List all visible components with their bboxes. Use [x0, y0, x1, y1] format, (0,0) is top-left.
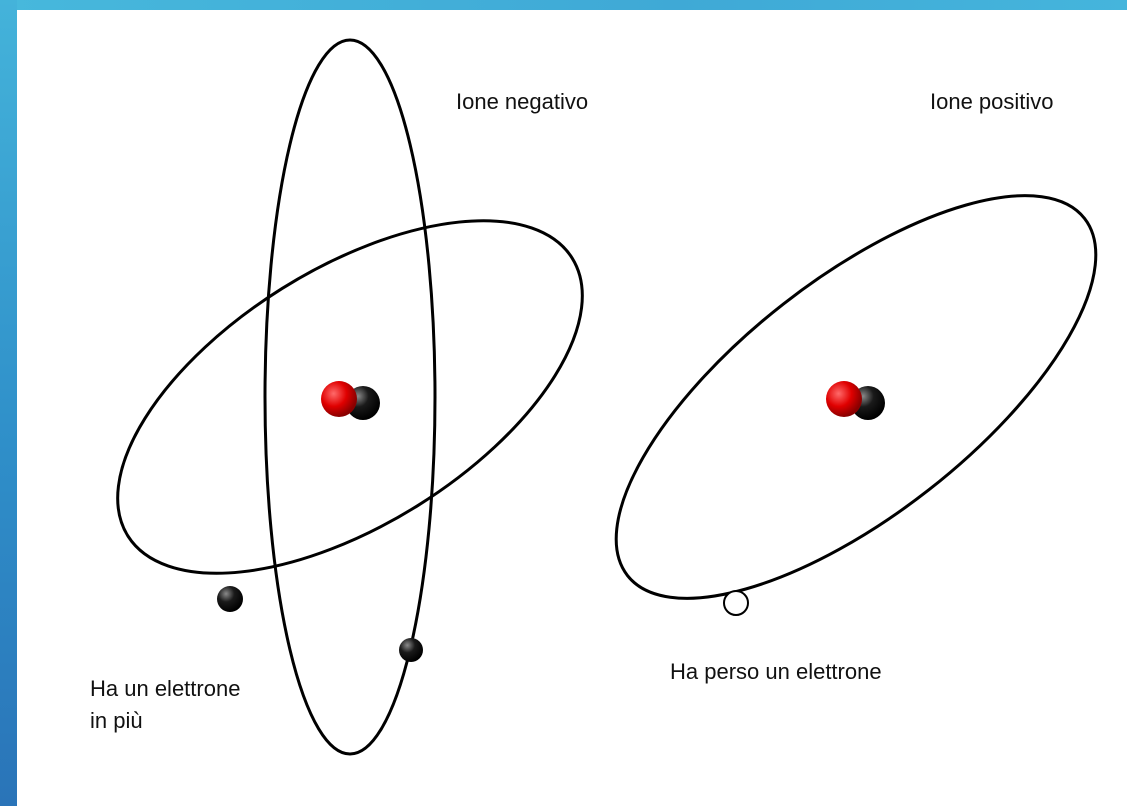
positive-ion-orbit [614, 194, 1098, 600]
positive-ion-title: Ione positivo [930, 89, 1054, 114]
negative-ion-electron [217, 586, 243, 612]
slide-left-accent-bar [0, 0, 17, 806]
slide-top-accent-bar [0, 0, 1127, 10]
negative-ion-vertical-orbit [263, 38, 437, 756]
negative-ion-caption-line-2: in più [90, 708, 143, 733]
positive-ion-proton [826, 381, 862, 417]
negative-ion-proton [321, 381, 357, 417]
negative-ion-tilted-orbit [116, 219, 584, 575]
positive-ion-missing-electron [723, 590, 749, 616]
negative-ion-caption-line-1: Ha un elettrone [90, 676, 241, 701]
positive-ion-caption: Ha perso un elettrone [670, 659, 882, 684]
negative-ion-extra-electron [399, 638, 423, 662]
negative-ion-title: Ione negativo [456, 89, 589, 114]
